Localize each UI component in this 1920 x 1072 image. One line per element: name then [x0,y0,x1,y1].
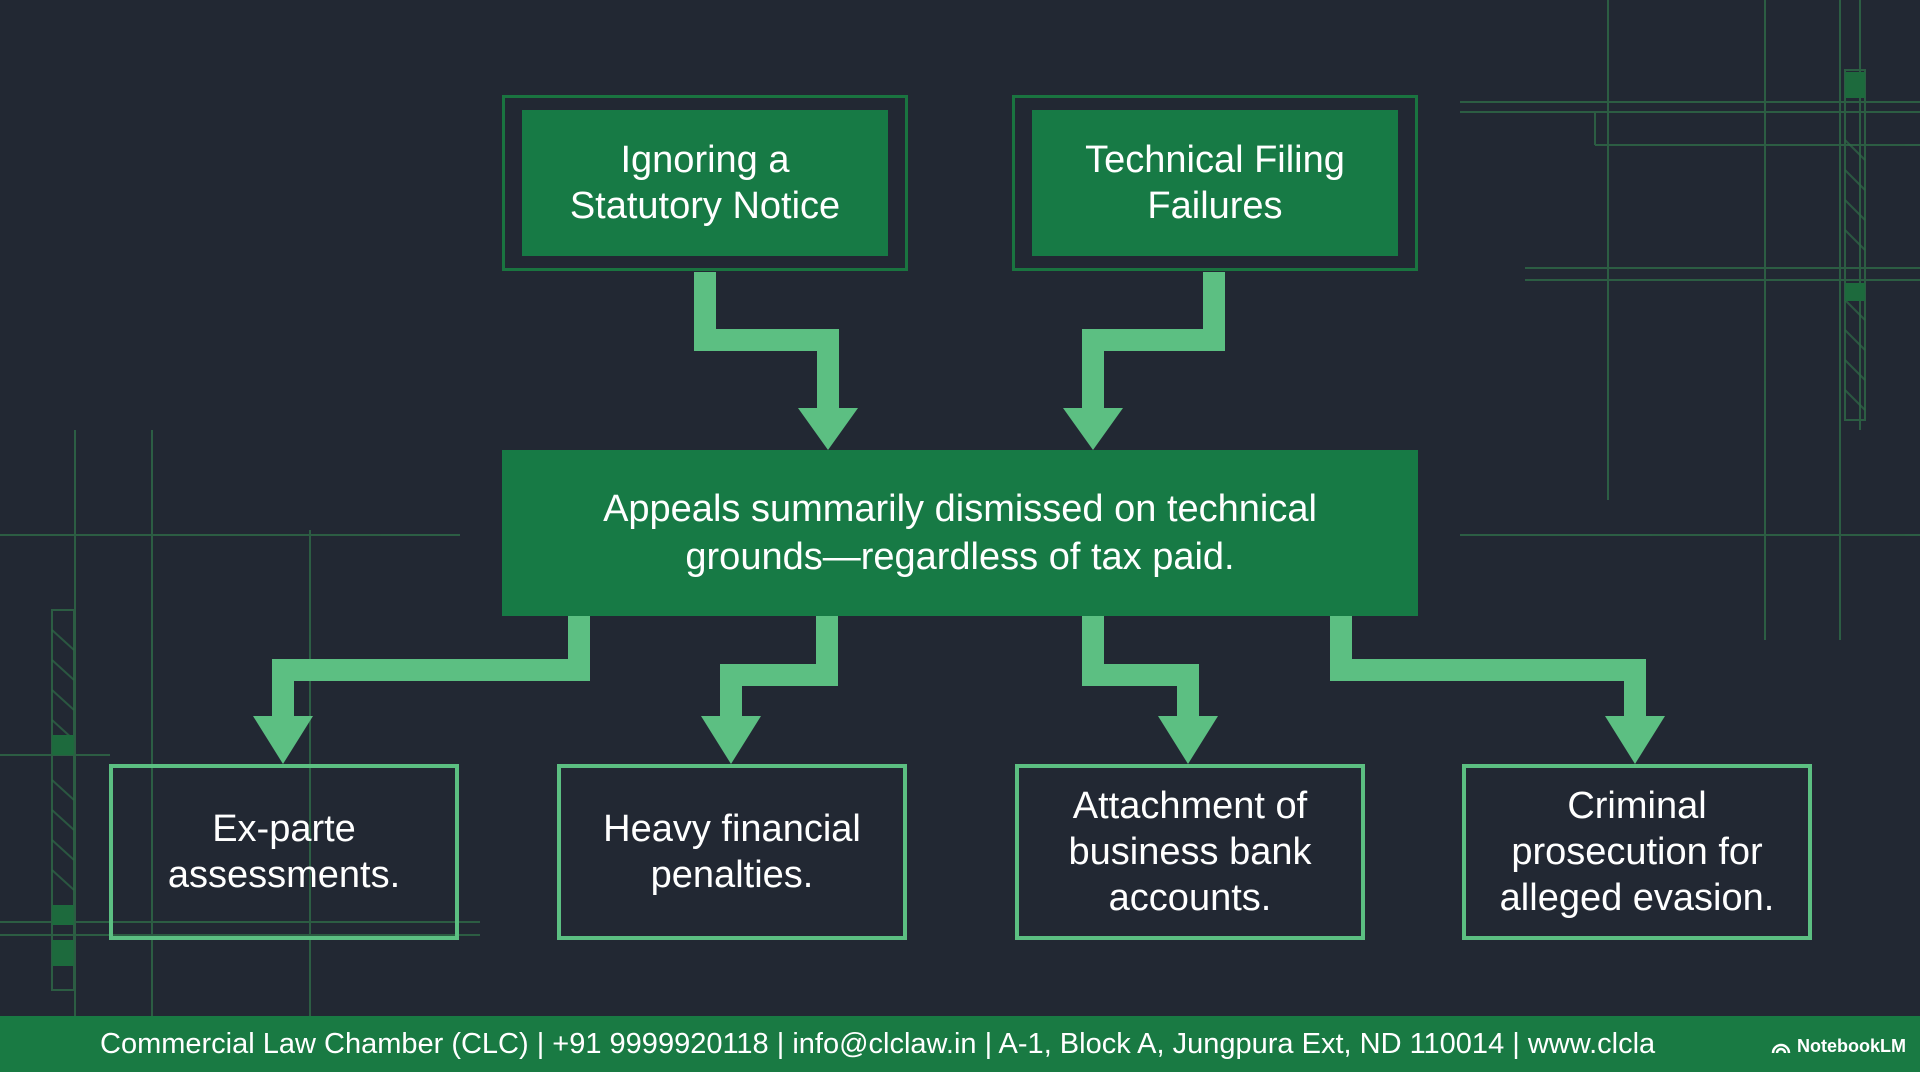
outcome-label: Criminal prosecution for alleged evasion… [1499,785,1775,919]
source-box-frame [1012,95,1418,271]
source-label: Technical Filing Failures [1085,139,1345,227]
arrow-center-to-prosecution [1330,615,1646,718]
arrow-filing-to-center [1082,272,1225,410]
outcome-box-attachment: Attachment of business bank accounts. [1015,764,1365,940]
outcome-label: Ex-parte assessments. [167,808,401,896]
arrow-center-to-exparte [272,615,590,718]
source-box-statutory-notice: Ignoring a Statutory Notice [522,110,888,256]
center-label: Appeals summarily dismissed on technical… [603,488,1317,578]
badge-text: NotebookLM [1797,1036,1906,1056]
outcome-box-exparte: Ex-parte assessments. [109,764,459,940]
notebooklm-badge: NotebookLM [1765,1036,1906,1057]
arrowhead-center-right [1063,408,1123,450]
arrowhead-prosecution [1605,716,1665,764]
footer-text: Commercial Law Chamber (CLC) | +91 99999… [100,1027,1656,1060]
notebooklm-icon [1771,1043,1791,1053]
arrowhead-attachment [1158,716,1218,764]
footer-contact-bar: Commercial Law Chamber (CLC) | +91 99999… [0,1016,1920,1072]
center-box-appeals-dismissed: Appeals summarily dismissed on technical… [502,450,1418,616]
arrowhead-center-left [798,408,858,450]
arrow-center-to-penalties [720,615,838,718]
arrowhead-penalties [701,716,761,764]
outcome-label: Heavy financial penalties. [603,808,861,896]
arrow-center-to-attachment [1082,615,1199,718]
outcome-box-penalties: Heavy financial penalties. [557,764,907,940]
source-box-filing-failures: Technical Filing Failures [1032,110,1398,256]
source-box-frame [502,95,908,271]
arrowhead-exparte [253,716,313,764]
source-label: Ignoring a Statutory Notice [569,139,841,227]
outcome-label: Attachment of business bank accounts. [1068,785,1312,919]
arrow-notice-to-center [694,272,839,410]
outcome-box-prosecution: Criminal prosecution for alleged evasion… [1462,764,1812,940]
